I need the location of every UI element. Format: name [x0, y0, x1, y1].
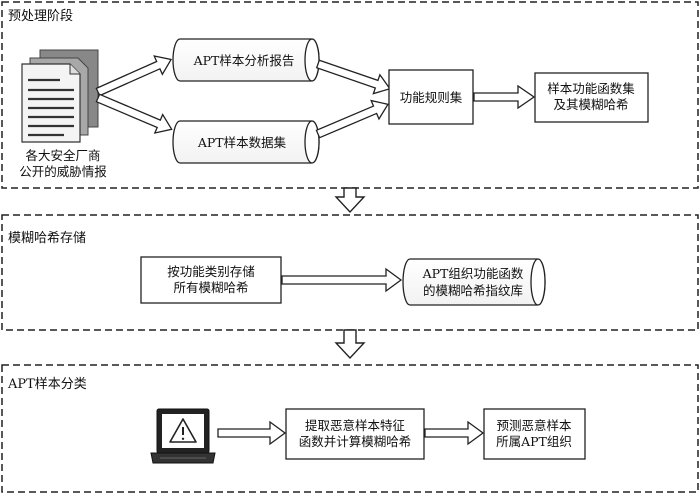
arrow-dataset-to-ruleset [315, 99, 389, 139]
extract-box [285, 408, 425, 460]
predict-label-line2: 所属APT组织 [496, 434, 572, 449]
dataset-cylinder [172, 120, 320, 164]
arrow-store-to-library [281, 267, 403, 293]
store-label-line1: 按功能类别存储 [167, 264, 255, 279]
library-label-line1: APT组织功能函数 [422, 266, 524, 281]
library-label-line2: 的模糊哈希指纹库 [423, 283, 523, 298]
documents-icon [21, 49, 99, 143]
arrow-extract-to-predict [424, 420, 485, 446]
arrow-report-to-ruleset [315, 59, 391, 95]
section-storage-frame [1, 214, 699, 331]
section-classify-frame [1, 364, 699, 493]
library-cylinder [402, 258, 546, 306]
predict-box [483, 408, 586, 460]
source-label-line1: 各大安全厂商 [25, 148, 100, 163]
store-label-line2: 所有模糊哈希 [173, 280, 248, 295]
laptop-warning-icon [150, 408, 216, 464]
extract-label-line1: 提取恶意样本特征 [305, 418, 406, 433]
result-box [534, 72, 649, 123]
source-label-line2: 公开的威胁情报 [19, 164, 107, 179]
ruleset-box [388, 69, 474, 125]
result-label-line1: 样本功能函数集 [547, 81, 635, 96]
report-label: APT样本分析报告 [193, 53, 295, 68]
section-storage-title: 模糊哈希存储 [8, 230, 86, 246]
arrow-laptop-to-extract [217, 420, 287, 446]
section-classify-title: APT样本分类 [7, 377, 87, 392]
section-preprocess-frame [1, 1, 699, 189]
arrow-docs-to-report [95, 55, 173, 97]
section-preprocess-title: 预处理阶段 [8, 9, 73, 24]
arrow-ruleset-to-result [473, 84, 536, 110]
ruleset-label: 功能规则集 [400, 90, 463, 105]
down-arrow-2 [334, 329, 366, 360]
extract-label-line2: 函数并计算模糊哈希 [299, 434, 412, 449]
arrow-docs-to-dataset [95, 93, 173, 134]
result-label-line2: 及其模糊哈希 [553, 97, 628, 112]
down-arrow-1 [334, 187, 366, 214]
dataset-label: APT样本数据集 [197, 135, 287, 150]
predict-label-line1: 预测恶意样本 [496, 418, 572, 433]
store-box [140, 256, 282, 304]
